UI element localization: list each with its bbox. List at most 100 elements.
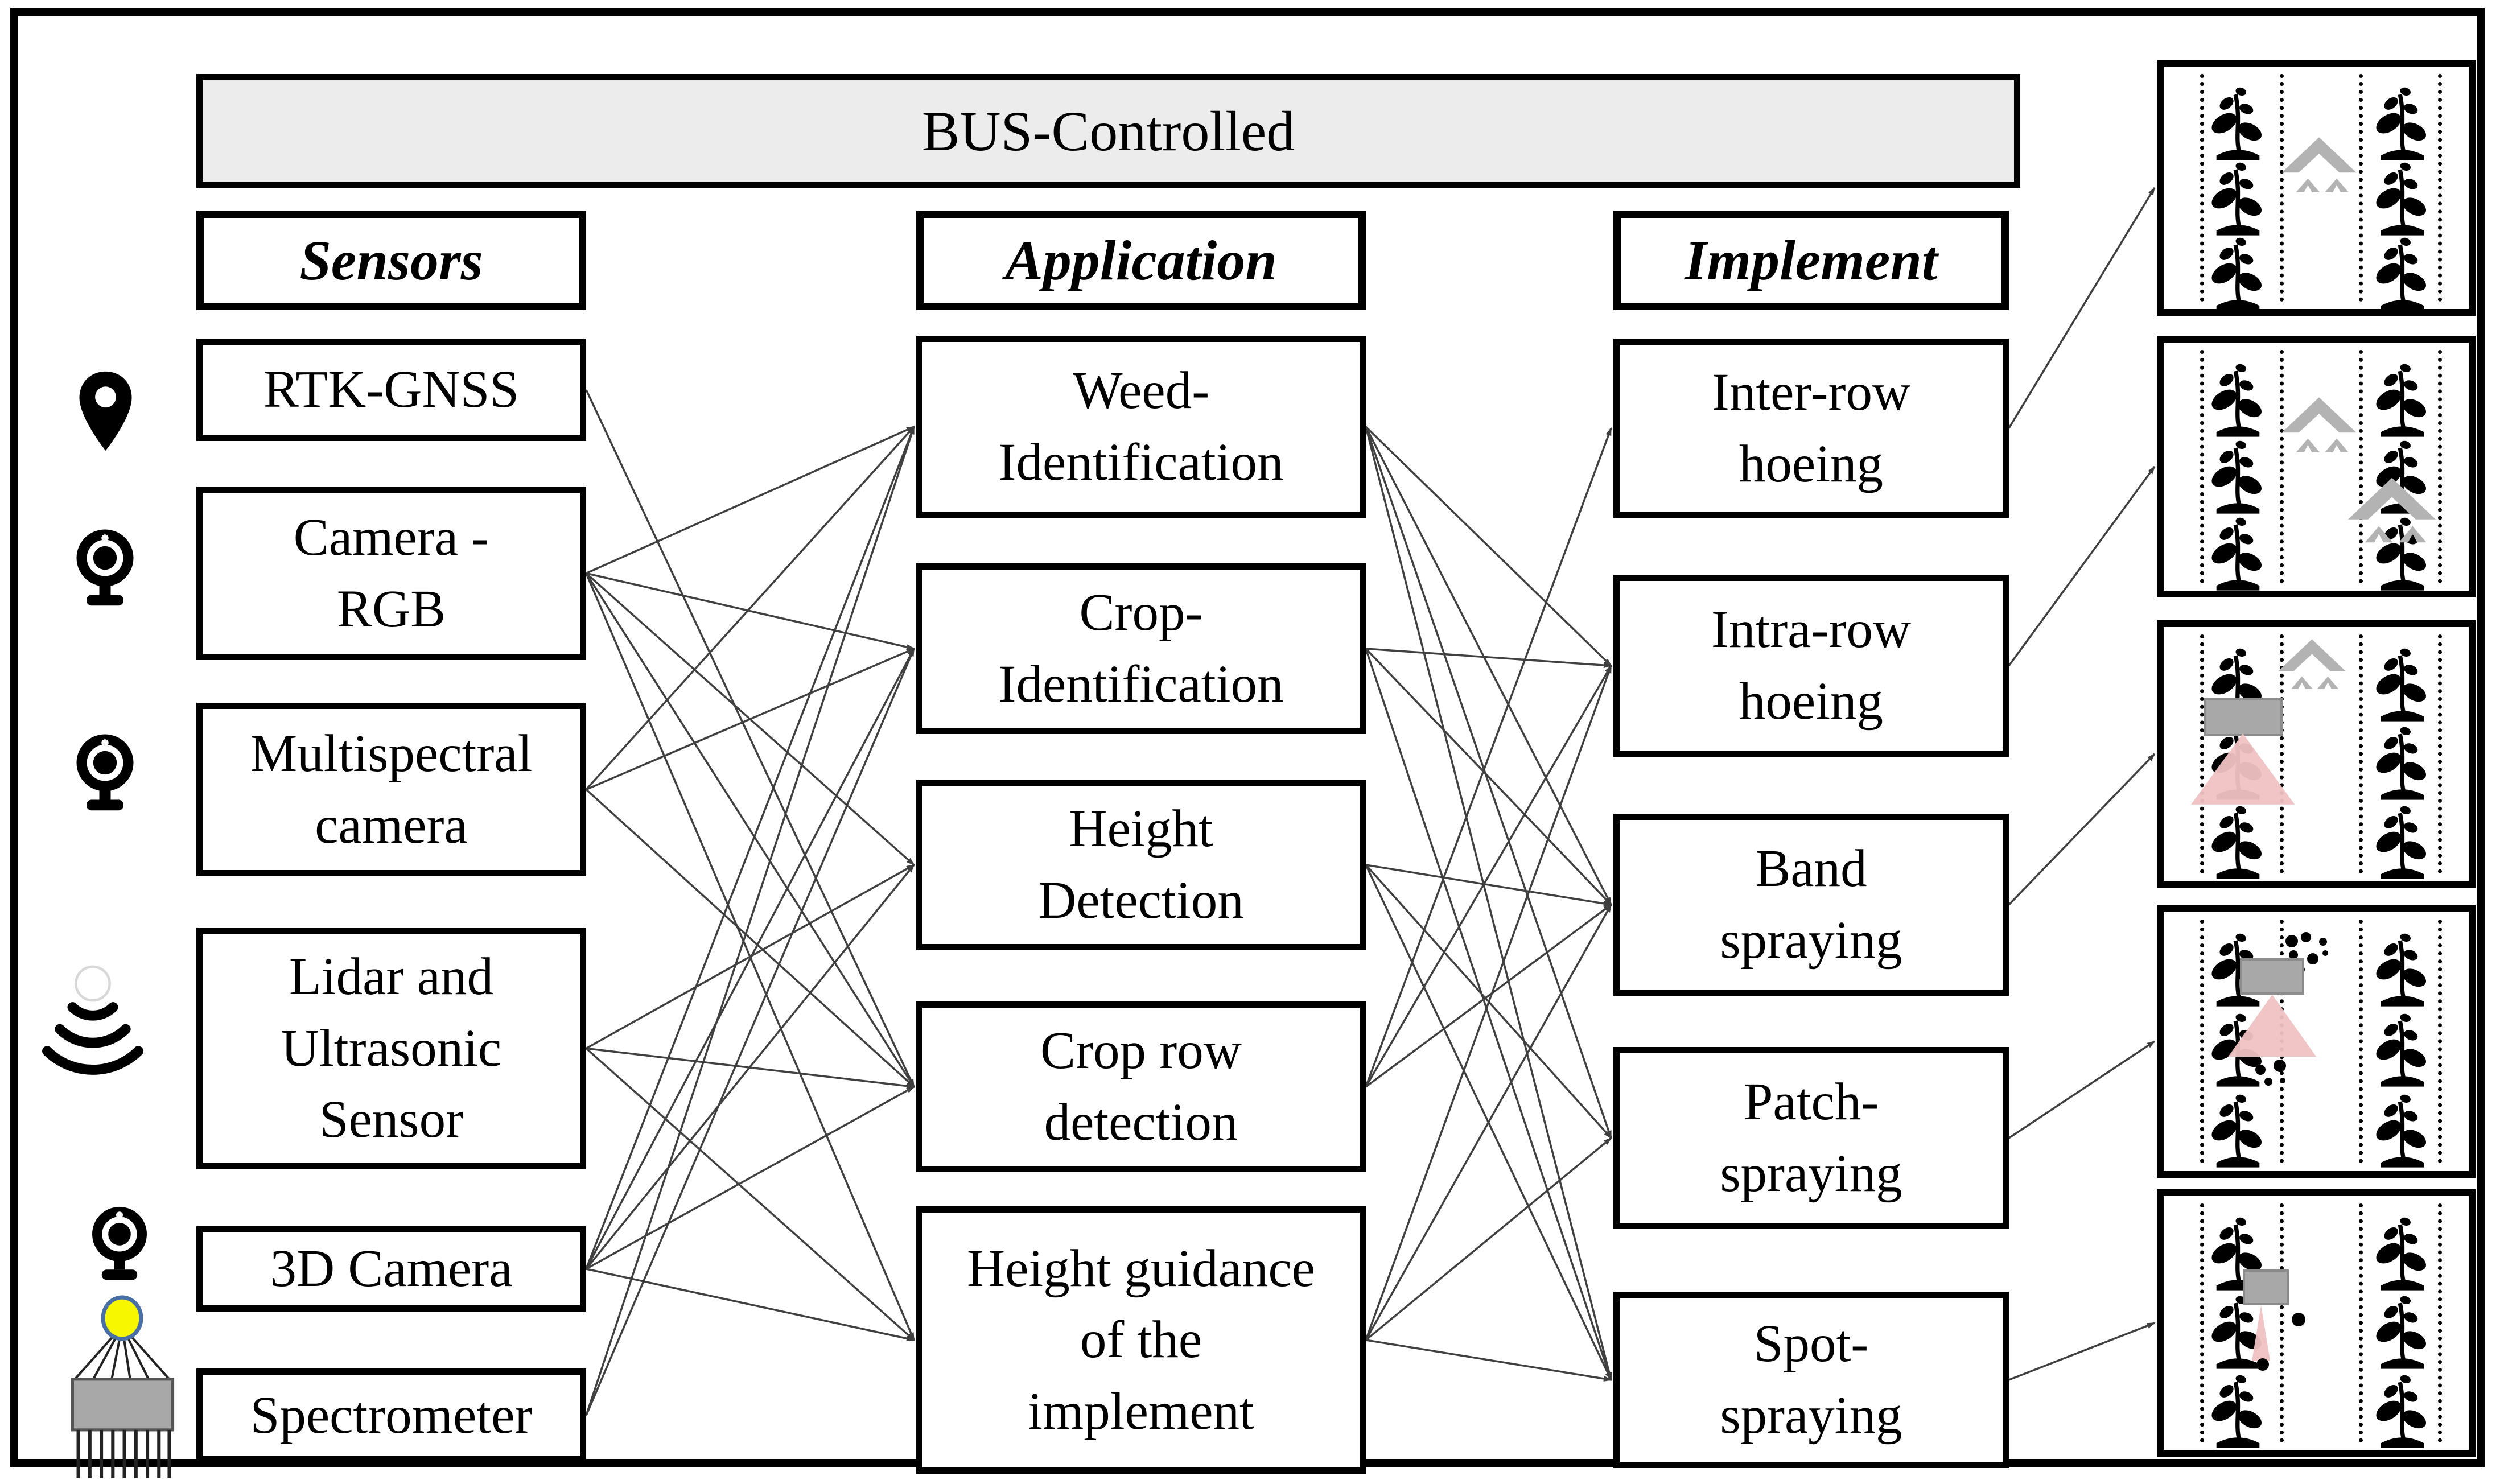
bus-controlled-label: BUS-Controlled xyxy=(921,99,1295,163)
weed-dot xyxy=(2292,1313,2306,1327)
weed-dot xyxy=(2273,1059,2286,1072)
sprayer-icon xyxy=(2243,1269,2289,1305)
application-box-weed-identification: Weed- Identification xyxy=(916,336,1366,518)
crop-plant-icon xyxy=(2208,1371,2268,1449)
hoe-implement-icon xyxy=(2276,392,2362,457)
crop-row-line xyxy=(2279,350,2284,583)
sensor-label: Lidar and Ultrasonic Sensor xyxy=(281,947,502,1149)
ultrasonic-waves-icon xyxy=(33,962,153,1084)
application-label: Crop- Identification xyxy=(998,583,1284,714)
sensor-box-multispectral-camera: Multispectral camera xyxy=(196,703,586,876)
crop-row-line xyxy=(2359,919,2363,1164)
field-panel-band-spraying xyxy=(2157,620,2476,888)
application-label: Weed- Identification xyxy=(998,361,1284,492)
crop-plant-icon xyxy=(2373,1010,2432,1088)
webcam-icon xyxy=(69,733,141,818)
field-panel-inter-row-hoeing xyxy=(2157,60,2476,316)
crop-row-line xyxy=(2279,634,2284,873)
crop-plant-icon xyxy=(2373,1371,2432,1449)
weed-dot xyxy=(2264,1077,2272,1086)
sprayer-icon xyxy=(2240,958,2304,995)
crop-plant-icon xyxy=(2208,802,2268,880)
crop-row-line xyxy=(2359,350,2363,583)
application-box-height-detection: Height Detection xyxy=(916,780,1366,950)
crop-row-line xyxy=(2279,73,2284,302)
location-pin-icon xyxy=(73,369,138,454)
spray-cone-icon xyxy=(2227,994,2316,1057)
application-box-height-guidance: Height guidance of the implement xyxy=(916,1206,1366,1474)
sensor-box-rtk-gnss: RTK-GNSS xyxy=(196,339,586,441)
weed-dot xyxy=(2307,953,2318,964)
application-header-label: Application xyxy=(1005,229,1277,292)
implement-box-spot-spraying: Spot- spraying xyxy=(1613,1292,2009,1468)
implement-header-label: Implement xyxy=(1685,229,1938,292)
implement-column-header: Implement xyxy=(1613,211,2009,310)
implement-box-band-spraying: Band spraying xyxy=(1613,814,2009,996)
weed-dot xyxy=(2319,937,2328,946)
sensor-box-3d-camera: 3D Camera xyxy=(196,1226,586,1312)
sprayer-icon xyxy=(2203,698,2283,736)
crop-plant-icon xyxy=(2373,1292,2432,1370)
intra-row-hoe-icon xyxy=(2341,472,2443,549)
weed-dot xyxy=(2301,932,2312,943)
field-panel-spot-spraying xyxy=(2157,1189,2476,1457)
spray-cone-icon xyxy=(2191,733,2295,805)
hoe-implement-icon xyxy=(2276,132,2362,197)
implement-box-patch-spraying: Patch- spraying xyxy=(1613,1047,2009,1229)
application-box-crop-identification: Crop- Identification xyxy=(916,563,1366,734)
weed-dot xyxy=(2285,935,2299,948)
crop-row-line xyxy=(2359,634,2363,873)
weed-dot xyxy=(2288,950,2298,960)
application-label: Height guidance of the implement xyxy=(966,1239,1316,1441)
webcam-icon xyxy=(69,528,141,613)
crop-plant-icon xyxy=(2373,1091,2432,1169)
application-label: Height Detection xyxy=(1038,799,1244,930)
crop-row-line xyxy=(2359,1203,2363,1442)
field-panel-intra-row-hoeing xyxy=(2157,336,2476,597)
crop-row-line xyxy=(2438,919,2443,1164)
crop-plant-icon xyxy=(2373,930,2432,1008)
implement-label: Band spraying xyxy=(1720,839,1902,970)
sensor-label: Camera - RGB xyxy=(293,508,489,638)
crop-row-line xyxy=(2200,1203,2205,1442)
crop-row-line xyxy=(2438,1203,2443,1442)
spray-jet-icon xyxy=(2252,1305,2271,1361)
implement-box-inter-row-hoeing: Inter-row hoeing xyxy=(1613,339,2009,518)
weed-dot xyxy=(2279,1077,2285,1083)
crop-row-line xyxy=(2359,73,2363,302)
crop-plant-icon xyxy=(2373,234,2432,312)
weed-dot xyxy=(2256,1358,2270,1371)
sensors-header-label: Sensors xyxy=(299,229,483,292)
implement-label: Inter-row hoeing xyxy=(1711,362,1911,493)
weed-dot xyxy=(2322,950,2328,957)
field-panel-patch-spraying xyxy=(2157,905,2476,1178)
crop-row-line xyxy=(2200,73,2205,302)
sensor-label: Multispectral camera xyxy=(250,724,533,855)
crop-row-line xyxy=(2438,73,2443,302)
crop-plant-icon xyxy=(2208,159,2268,237)
crop-plant-icon xyxy=(2373,159,2432,237)
crop-plant-icon xyxy=(2208,84,2268,162)
implement-label: Intra-row hoeing xyxy=(1711,600,1912,731)
sensor-label: RTK-GNSS xyxy=(263,360,520,419)
crop-plant-icon xyxy=(2373,645,2432,723)
bus-controlled-bar: BUS-Controlled xyxy=(196,74,2020,188)
crop-row-line xyxy=(2200,350,2205,583)
webcam-icon xyxy=(85,1205,154,1288)
implement-box-intra-row-hoeing: Intra-row hoeing xyxy=(1613,575,2009,757)
sensor-box-lidar-ultrasonic: Lidar and Ultrasonic Sensor xyxy=(196,928,586,1169)
sensor-box-spectrometer: Spectrometer xyxy=(196,1368,586,1462)
hoe-implement-icon xyxy=(2274,634,2350,694)
crop-row-line xyxy=(2279,1203,2284,1442)
crop-plant-icon xyxy=(2208,514,2268,592)
sensors-column-header: Sensors xyxy=(196,211,586,310)
sensor-label: 3D Camera xyxy=(270,1239,513,1298)
implement-label: Spot- spraying xyxy=(1720,1314,1902,1445)
crop-plant-icon xyxy=(2208,360,2268,438)
crop-row-line xyxy=(2438,634,2443,873)
crop-plant-icon xyxy=(2208,234,2268,312)
crop-plant-icon xyxy=(2208,1091,2268,1169)
crop-plant-icon xyxy=(2208,437,2268,515)
application-column-header: Application xyxy=(916,211,1366,310)
